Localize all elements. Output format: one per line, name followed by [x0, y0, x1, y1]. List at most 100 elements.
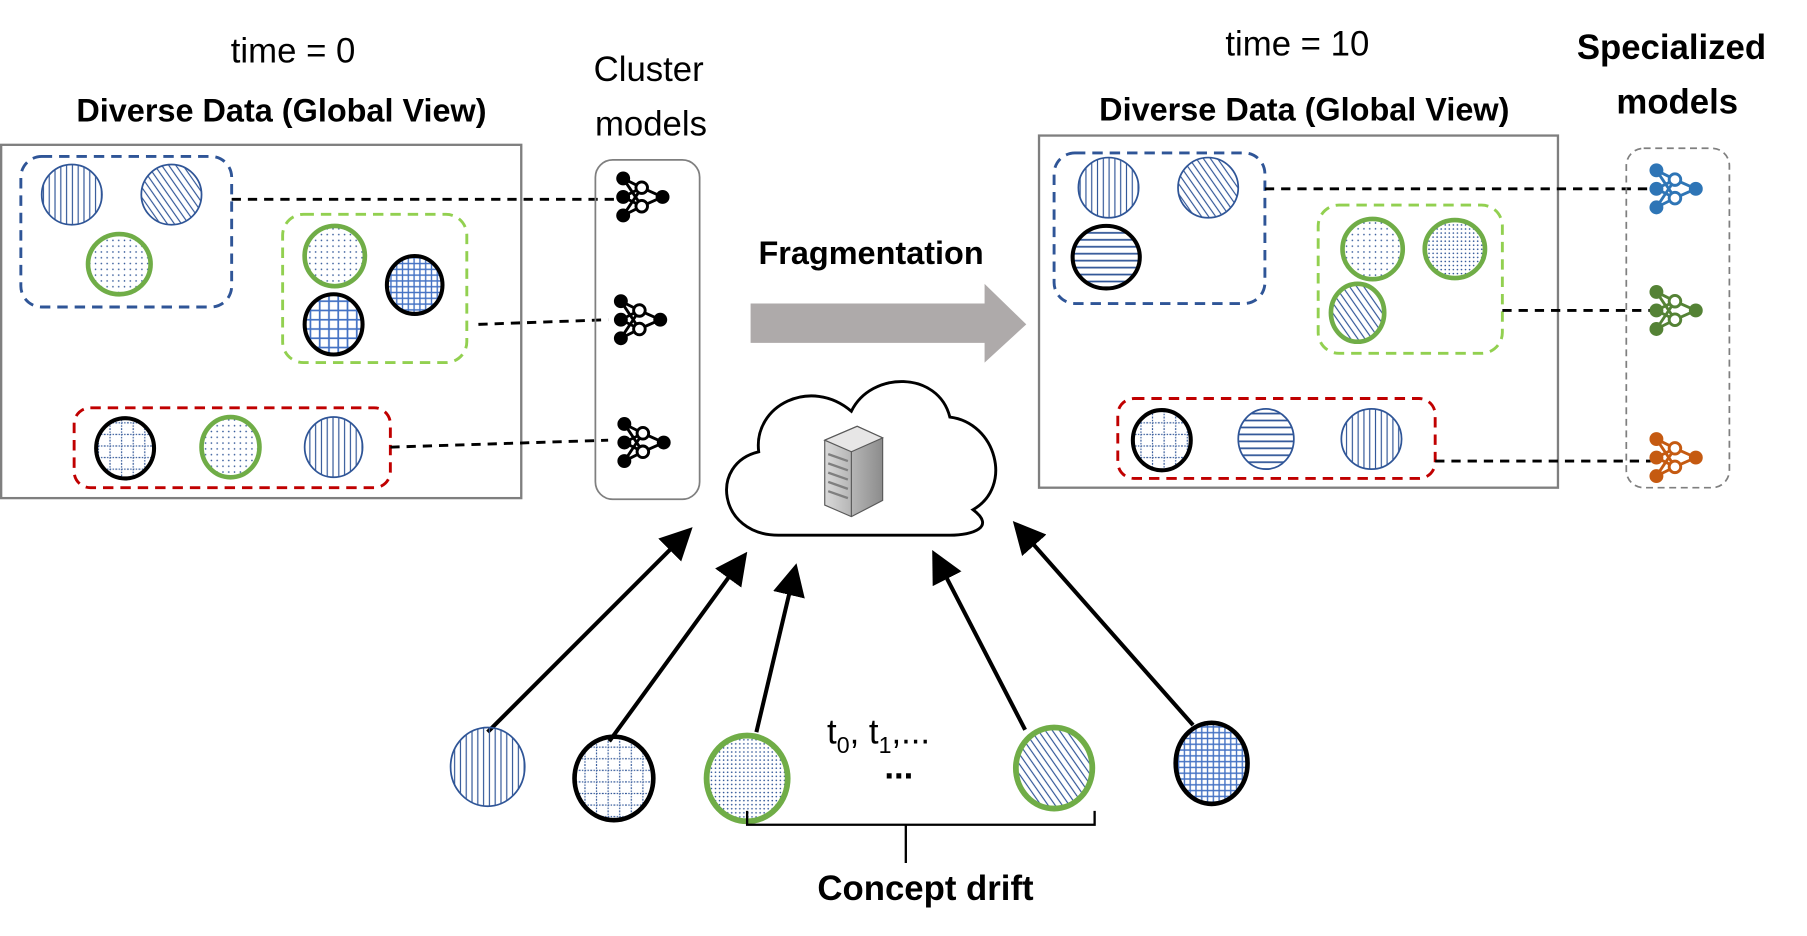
upload-arrow — [607, 551, 748, 743]
cluster-link-line — [478, 318, 609, 326]
data-client-vertical-lines — [40, 163, 103, 226]
data-client-vertical-lines — [1077, 156, 1140, 219]
incoming-clients — [449, 520, 1250, 825]
input-node — [617, 454, 632, 468]
output-node — [1688, 303, 1703, 318]
neural-network-icon — [617, 417, 671, 468]
cluster-models-box — [594, 159, 701, 501]
neural-network-icon-blue — [1649, 163, 1703, 215]
specialized-models-label-line1: Specialized — [1577, 29, 1766, 67]
fragmentation-label: Fragmentation — [758, 235, 983, 271]
hidden-node — [632, 303, 647, 318]
neural-network-icon — [616, 171, 670, 223]
data-client-horizontal-lines — [1070, 223, 1142, 291]
upload-arrow — [754, 563, 805, 733]
data-client-grid — [302, 292, 365, 357]
data-client-horizontal-lines — [1237, 408, 1295, 471]
neural-network-icon — [613, 294, 668, 346]
concept-drift-bracket — [745, 810, 1096, 863]
client-diagonal — [1012, 724, 1096, 812]
data-client-vertical-lines — [1340, 408, 1403, 471]
right-global-view — [1037, 134, 1731, 489]
input-node — [1649, 181, 1664, 196]
green-cluster-box — [1316, 203, 1504, 355]
hidden-node — [634, 180, 649, 195]
output-node — [1688, 181, 1703, 196]
red-cluster-box — [1116, 397, 1437, 480]
hidden-node — [1667, 459, 1683, 475]
upload-arrow — [1012, 520, 1195, 727]
data-client-dots — [1340, 216, 1406, 282]
hidden-node — [635, 444, 651, 460]
hidden-node — [1667, 312, 1683, 327]
specialized-models-box — [1625, 147, 1731, 489]
data-client-fine-grid — [94, 416, 157, 481]
input-node — [1649, 450, 1664, 465]
concept-drift-label: Concept drift — [817, 870, 1034, 908]
input-node — [613, 294, 628, 309]
cluster-link-line — [390, 438, 609, 449]
hidden-node — [1667, 441, 1683, 456]
data-client-dots — [199, 414, 262, 480]
hidden-node — [1667, 172, 1683, 187]
ellipsis-label: ... — [884, 748, 913, 786]
input-node — [1649, 303, 1664, 318]
data-client-vertical-lines — [303, 416, 364, 479]
specialized-models-label-line2: models — [1616, 84, 1738, 122]
input-node — [616, 190, 631, 204]
data-client-dense-dots — [1422, 217, 1488, 281]
neural-network-icon-orange — [1649, 432, 1703, 484]
hidden-node — [1667, 190, 1683, 206]
input-node — [613, 331, 628, 346]
time-0-label: time = 0 — [231, 33, 356, 71]
input-node — [616, 171, 631, 186]
server-icon — [823, 425, 885, 518]
hidden-node — [632, 321, 647, 337]
upload-arrow — [486, 527, 693, 734]
input-node — [1649, 284, 1664, 299]
input-node — [617, 417, 632, 431]
output-node — [1688, 450, 1703, 465]
client-fine-grid — [572, 734, 656, 823]
left-global-view — [0, 143, 701, 501]
input-node — [1649, 200, 1664, 215]
input-node — [1649, 469, 1664, 484]
hidden-node — [634, 198, 649, 214]
input-node — [617, 435, 632, 450]
cluster-models-label-line2: models — [595, 106, 707, 144]
output-node — [653, 312, 668, 327]
data-client-diagonal — [1328, 281, 1387, 345]
red-cluster-box — [72, 406, 392, 490]
input-node — [616, 208, 631, 223]
output-node — [656, 435, 671, 450]
green-cluster-box — [281, 212, 469, 365]
upload-arrow — [932, 549, 1027, 731]
time-10-label: time = 10 — [1225, 26, 1369, 64]
data-client-dots — [85, 231, 153, 297]
hidden-node — [635, 426, 651, 441]
data-client-dense-grid — [384, 253, 445, 316]
input-node — [1649, 322, 1664, 336]
data-client-dots — [302, 223, 368, 289]
client-dense-grid — [1173, 720, 1250, 807]
client-vertical-lines — [449, 726, 526, 808]
data-client-diagonal — [1177, 156, 1240, 219]
neural-network-icon-green — [1649, 284, 1703, 336]
hidden-node — [1667, 293, 1683, 309]
left-data-box — [0, 143, 523, 500]
time-steps-label: t0, t1,... — [827, 714, 930, 758]
right-panel-title: Diverse Data (Global View) — [1099, 92, 1509, 128]
blue-cluster-box — [19, 154, 234, 309]
client-dots — [703, 732, 791, 825]
data-client-fine-grid — [1130, 408, 1193, 473]
data-client-diagonal — [140, 163, 203, 226]
cluster-models-label-line1: Cluster — [594, 51, 704, 89]
left-panel-title: Diverse Data (Global View) — [76, 93, 486, 129]
input-node — [1649, 432, 1664, 446]
input-node — [613, 312, 628, 327]
input-node — [1649, 163, 1664, 178]
output-node — [655, 190, 670, 204]
fragmentation-arrow — [750, 283, 1027, 363]
blue-cluster-box — [1052, 151, 1267, 305]
